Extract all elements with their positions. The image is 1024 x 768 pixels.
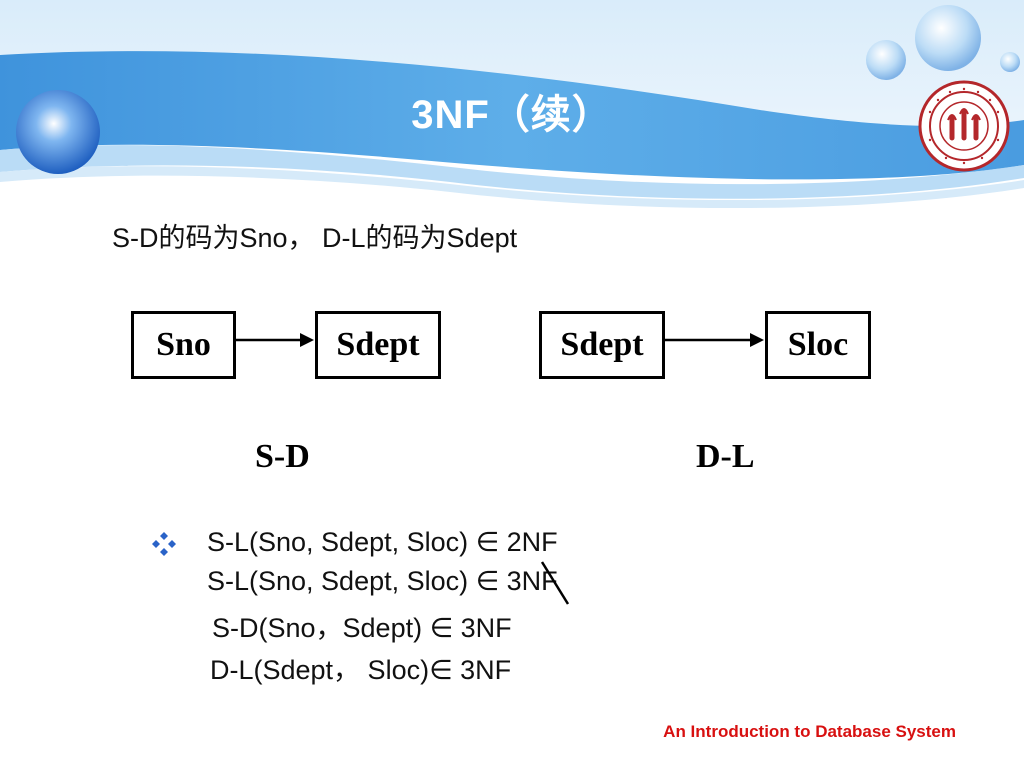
statement-sl-not-3nf: S-L(Sno, Sdept, Sloc) ∈ 3NF — [207, 566, 558, 596]
statement-sd-3nf: S-D(Sno，Sdept) ∈ 3NF — [212, 613, 512, 643]
box-sno: Sno — [131, 311, 236, 379]
header-banner — [0, 0, 1024, 220]
box-sloc: Sloc — [765, 311, 871, 379]
slide-title: 3NF（续） — [411, 93, 613, 137]
statement-sl-2nf: S-L(Sno, Sdept, Sloc) ∈ 2NF — [207, 527, 558, 557]
diamond-bullet-icon — [152, 532, 176, 556]
arrow-sdept-to-sloc — [665, 333, 764, 347]
statement-dl-3nf: D-L(Sdept， Sloc)∈ 3NF — [210, 655, 512, 685]
label-d-l: D-L — [696, 438, 755, 475]
university-seal-logo — [918, 80, 1010, 172]
key-description: S-D的码为Sno， D-L的码为Sdept — [112, 223, 518, 253]
footer-course-title: An Introduction to Database System — [663, 722, 956, 741]
not-member-strike-icon — [540, 561, 570, 605]
box-sdept-left: Sdept — [315, 311, 441, 379]
box-sdept-right: Sdept — [539, 311, 665, 379]
label-s-d: S-D — [255, 438, 310, 475]
arrow-sno-to-sdept — [236, 333, 314, 347]
